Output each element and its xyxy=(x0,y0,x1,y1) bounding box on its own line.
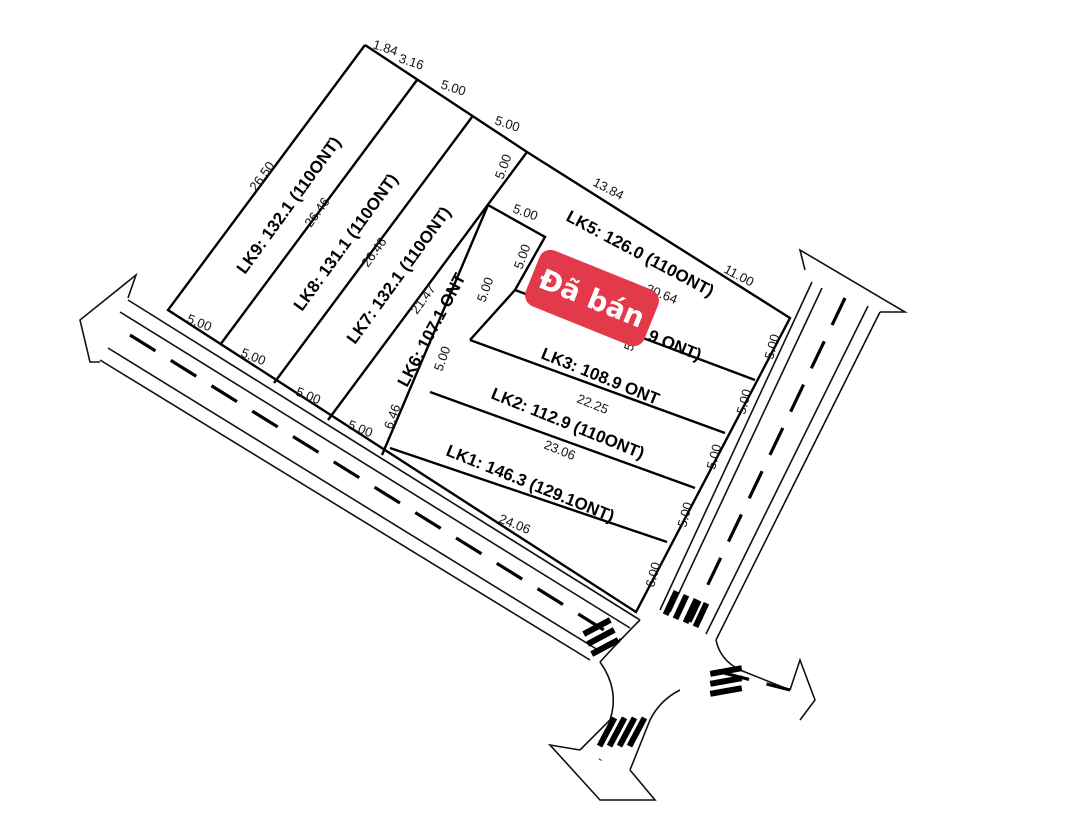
road-arrow-east xyxy=(789,657,816,721)
road-arrow-south xyxy=(547,743,657,801)
dim-lk9-side: 26.50 xyxy=(246,159,277,194)
dim-lk5-top: 13.84 xyxy=(591,174,627,203)
dim-lk3-side: 22.25 xyxy=(575,391,611,417)
dim-top-a: 1.84 xyxy=(371,37,400,59)
dim-top-c: 5.00 xyxy=(439,77,468,99)
east-road-inner-east xyxy=(705,305,869,635)
dim-lk4-partial: 5 xyxy=(621,341,638,353)
dim-lk7-side: 26.46 xyxy=(358,235,389,270)
dim-right-3: 5.00 xyxy=(703,442,724,470)
road-network xyxy=(79,248,908,801)
dim-top-b: 3.16 xyxy=(397,51,426,73)
main-road-inner-south xyxy=(107,347,599,651)
dim-top-d: 5.00 xyxy=(493,113,522,135)
crosswalk-west xyxy=(582,617,620,657)
main-road-edge-south xyxy=(99,359,591,661)
dim-right-5: 6.00 xyxy=(642,560,663,588)
dim-lk6-inner1: 5.00 xyxy=(474,275,497,304)
lk4-west-edge xyxy=(469,289,516,341)
road-arrow-west xyxy=(79,272,138,363)
dim-lk6-top: 5.00 xyxy=(492,152,515,181)
dim-lk2-side: 23.06 xyxy=(542,437,578,463)
dim-right-1: 5.00 xyxy=(761,332,782,360)
dimension-labels: 1.84 3.16 5.00 5.00 26.50 26.46 26.46 21… xyxy=(185,37,783,589)
lk2-lk1-divider xyxy=(389,446,668,544)
east-road-inner-west xyxy=(669,287,823,613)
plot-boundaries xyxy=(166,43,792,614)
dim-front-7: 5.00 xyxy=(294,384,323,407)
crosswalk-south xyxy=(596,716,648,748)
lk9-lk8-divider xyxy=(219,79,418,346)
lk6-east-edge xyxy=(380,204,490,456)
dim-lk5-notch-side: 5.00 xyxy=(511,242,534,271)
east-road-edge-east xyxy=(715,311,881,641)
site-outline xyxy=(166,43,792,614)
dim-lk6-inner2: 5.00 xyxy=(431,344,454,373)
main-road-centerline xyxy=(129,333,621,642)
east-branch-centerline xyxy=(719,670,791,692)
dim-front-6: 5.00 xyxy=(346,417,375,440)
crosswalk-north xyxy=(662,589,710,629)
main-road-edge-north xyxy=(127,299,641,621)
dim-lk6-front3: 6.46 xyxy=(381,402,404,431)
lk3-lk2-divider xyxy=(429,390,696,490)
lk7-lk6-divider xyxy=(327,151,528,421)
sold-badge-background xyxy=(525,249,659,347)
east-road-centerline xyxy=(688,297,847,623)
dim-right-2: 5.00 xyxy=(733,387,754,415)
lk4-lk3-divider xyxy=(469,338,726,435)
junction-curve-nw xyxy=(599,619,641,663)
lot-label-lk4: 9 ONT) xyxy=(646,326,705,364)
crosswalk-east xyxy=(709,665,743,697)
dim-right-4: 5.00 xyxy=(674,500,695,528)
road-arrow-north xyxy=(798,248,908,313)
main-road-inner-north xyxy=(119,311,631,629)
junction-curve-se xyxy=(629,689,681,771)
junction-curve-sw xyxy=(579,661,615,751)
lk8-lk7-divider xyxy=(273,116,473,384)
east-road-edge-west xyxy=(659,281,813,611)
